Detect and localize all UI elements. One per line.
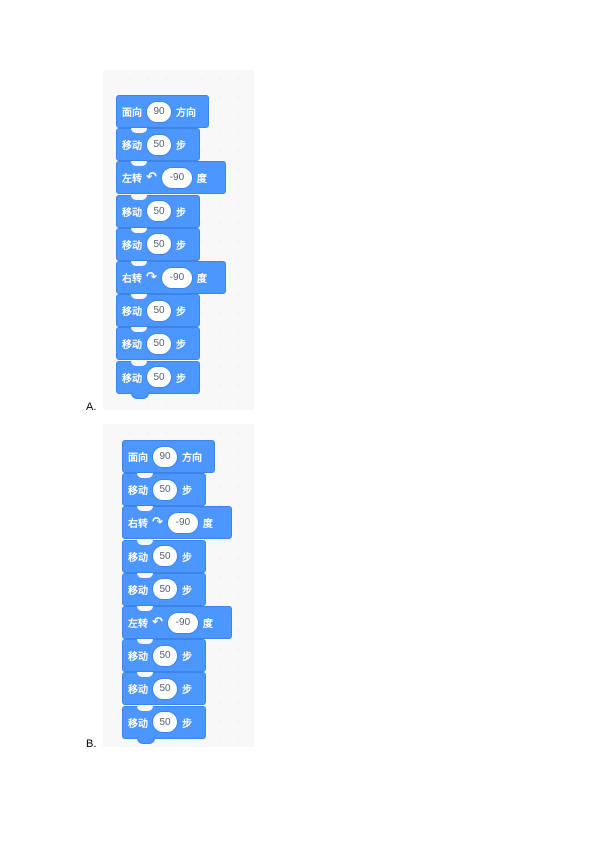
value-input[interactable]: 50: [152, 545, 178, 568]
block-unit-label: 度: [202, 519, 213, 531]
block-move[interactable]: 移动 50 步: [116, 360, 200, 399]
block-unit-label: 方向: [176, 108, 196, 119]
value-input[interactable]: -90: [160, 266, 193, 289]
block-label: 面向: [128, 453, 148, 464]
block-unit-label: 度: [196, 274, 207, 285]
value-input[interactable]: 50: [152, 644, 178, 667]
block-unit-label: 步: [176, 240, 186, 252]
rotate-right-icon: ↷: [152, 515, 163, 531]
block-point[interactable]: 面向 90 方向: [116, 95, 209, 128]
block-unit-label: 步: [176, 307, 186, 319]
block-unit-label: 方向: [182, 453, 202, 464]
block-move[interactable]: 移动 50 步: [116, 327, 200, 361]
block-unit-label: 度: [196, 174, 207, 186]
block-unit-label: 步: [182, 718, 192, 730]
block-label: 移动: [128, 486, 148, 498]
value-input[interactable]: -90: [166, 511, 199, 534]
block-move[interactable]: 移动 50 步: [116, 227, 200, 261]
block-unit-label: 步: [176, 340, 186, 352]
block-unit-label: 步: [176, 373, 186, 385]
block-label: 右转: [122, 274, 142, 285]
value-input[interactable]: 90: [146, 100, 172, 123]
block-move[interactable]: 移动 50 步: [122, 572, 206, 606]
option-b-label: B.: [86, 738, 97, 750]
rotate-right-icon: ↷: [146, 270, 157, 285]
value-input[interactable]: 50: [152, 478, 178, 501]
block-move[interactable]: 移动 50 步: [122, 672, 206, 706]
block-label: 左转: [122, 174, 142, 186]
block-move[interactable]: 移动 50 步: [122, 539, 206, 573]
block-label: 移动: [122, 373, 142, 385]
value-input[interactable]: 50: [146, 299, 172, 322]
value-input[interactable]: 50: [146, 332, 172, 355]
value-input[interactable]: 50: [152, 677, 178, 700]
value-input[interactable]: 50: [152, 578, 178, 601]
option-a-label: A.: [86, 401, 97, 413]
block-label: 左转: [128, 619, 148, 630]
block-label: 移动: [122, 340, 142, 352]
value-input[interactable]: 50: [146, 366, 172, 389]
block-unit-label: 步: [182, 486, 192, 498]
block-move[interactable]: 移动 50 步: [122, 639, 206, 673]
block-label: 面向: [122, 108, 142, 119]
block-label: 移动: [122, 240, 142, 252]
block-unit-label: 步: [182, 585, 192, 597]
block-unit-label: 步: [182, 652, 192, 664]
value-input[interactable]: 50: [146, 133, 172, 156]
value-input[interactable]: -90: [166, 611, 199, 634]
block-label: 移动: [128, 585, 148, 597]
block-unit-label: 步: [176, 207, 186, 219]
block-label: 移动: [128, 552, 148, 564]
block-unit-label: 度: [202, 619, 213, 630]
block-label: 移动: [128, 718, 148, 730]
block-label: 移动: [122, 141, 142, 153]
block-move[interactable]: 移动 50 步: [122, 473, 206, 507]
value-input[interactable]: 50: [146, 233, 172, 256]
block-unit-label: 步: [176, 141, 186, 153]
block-label: 右转: [128, 519, 148, 531]
value-input[interactable]: 90: [152, 445, 178, 468]
block-label: 移动: [128, 685, 148, 697]
block-move[interactable]: 移动 50 步: [116, 194, 200, 228]
block-unit-label: 步: [182, 685, 192, 697]
block-unit-label: 步: [182, 552, 192, 564]
block-label: 移动: [122, 207, 142, 219]
block-label: 移动: [122, 307, 142, 319]
block-label: 移动: [128, 652, 148, 664]
value-input[interactable]: 50: [152, 711, 178, 734]
value-input[interactable]: -90: [160, 166, 193, 189]
block-move[interactable]: 移动 50 步: [116, 294, 200, 328]
rotate-left-icon: ↶: [152, 615, 163, 630]
block-move[interactable]: 移动 50 步: [116, 128, 200, 162]
block-point[interactable]: 面向 90 方向: [122, 440, 215, 473]
rotate-left-icon: ↶: [146, 170, 157, 186]
value-input[interactable]: 50: [146, 200, 172, 223]
block-move[interactable]: 移动 50 步: [122, 705, 206, 744]
